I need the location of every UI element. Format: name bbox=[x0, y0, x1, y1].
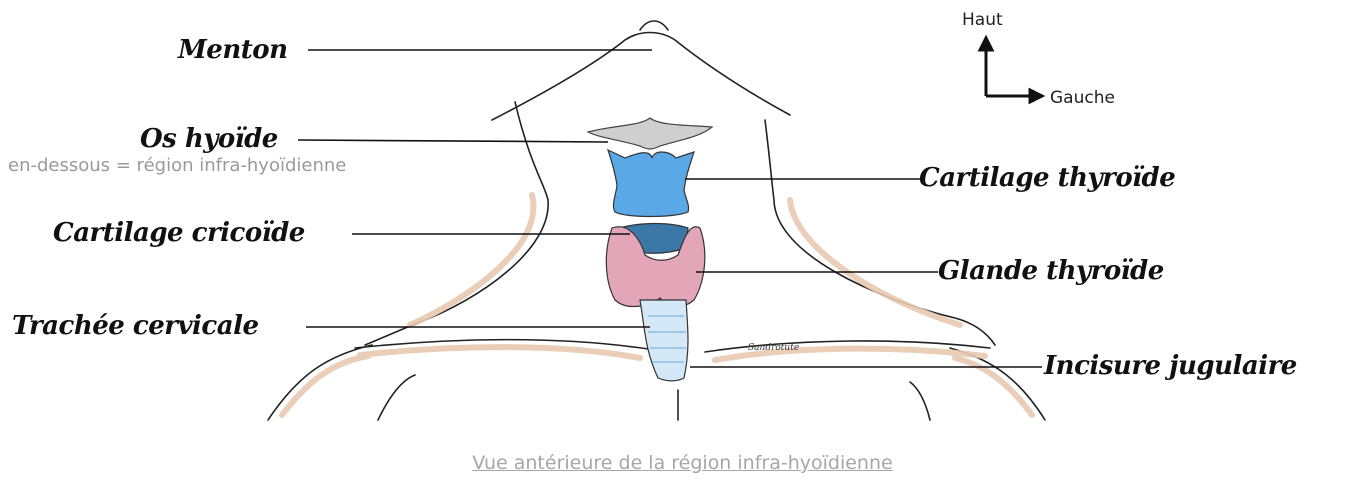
orientation-left-label: Gauche bbox=[1050, 88, 1115, 108]
label-cartilage-thyroide: Cartilage thyroïde bbox=[919, 163, 1175, 193]
orientation-up-label: Haut bbox=[962, 10, 1003, 30]
label-glande-thyroide: Glande thyroïde bbox=[938, 256, 1164, 286]
artist-signature: Sandrotute bbox=[748, 343, 799, 353]
trachea bbox=[640, 300, 688, 381]
label-menton: Menton bbox=[178, 35, 287, 65]
thyroid-cartilage bbox=[608, 150, 694, 217]
label-incisure-jugulaire: Incisure jugulaire bbox=[1044, 351, 1297, 381]
label-os-hyoide: Os hyoïde bbox=[140, 124, 278, 154]
figure-caption[interactable]: Vue antérieure de la région infra-hyoïdi… bbox=[0, 452, 1365, 474]
label-trachee-cervicale: Trachée cervicale bbox=[12, 311, 259, 341]
orientation-arrows bbox=[980, 38, 1042, 102]
note-infra-hyoid: en-dessous = région infra-hyoïdienne bbox=[8, 155, 346, 176]
label-cartilage-cricoide: Cartilage cricoïde bbox=[53, 218, 305, 248]
hyoid-bone bbox=[588, 118, 712, 149]
